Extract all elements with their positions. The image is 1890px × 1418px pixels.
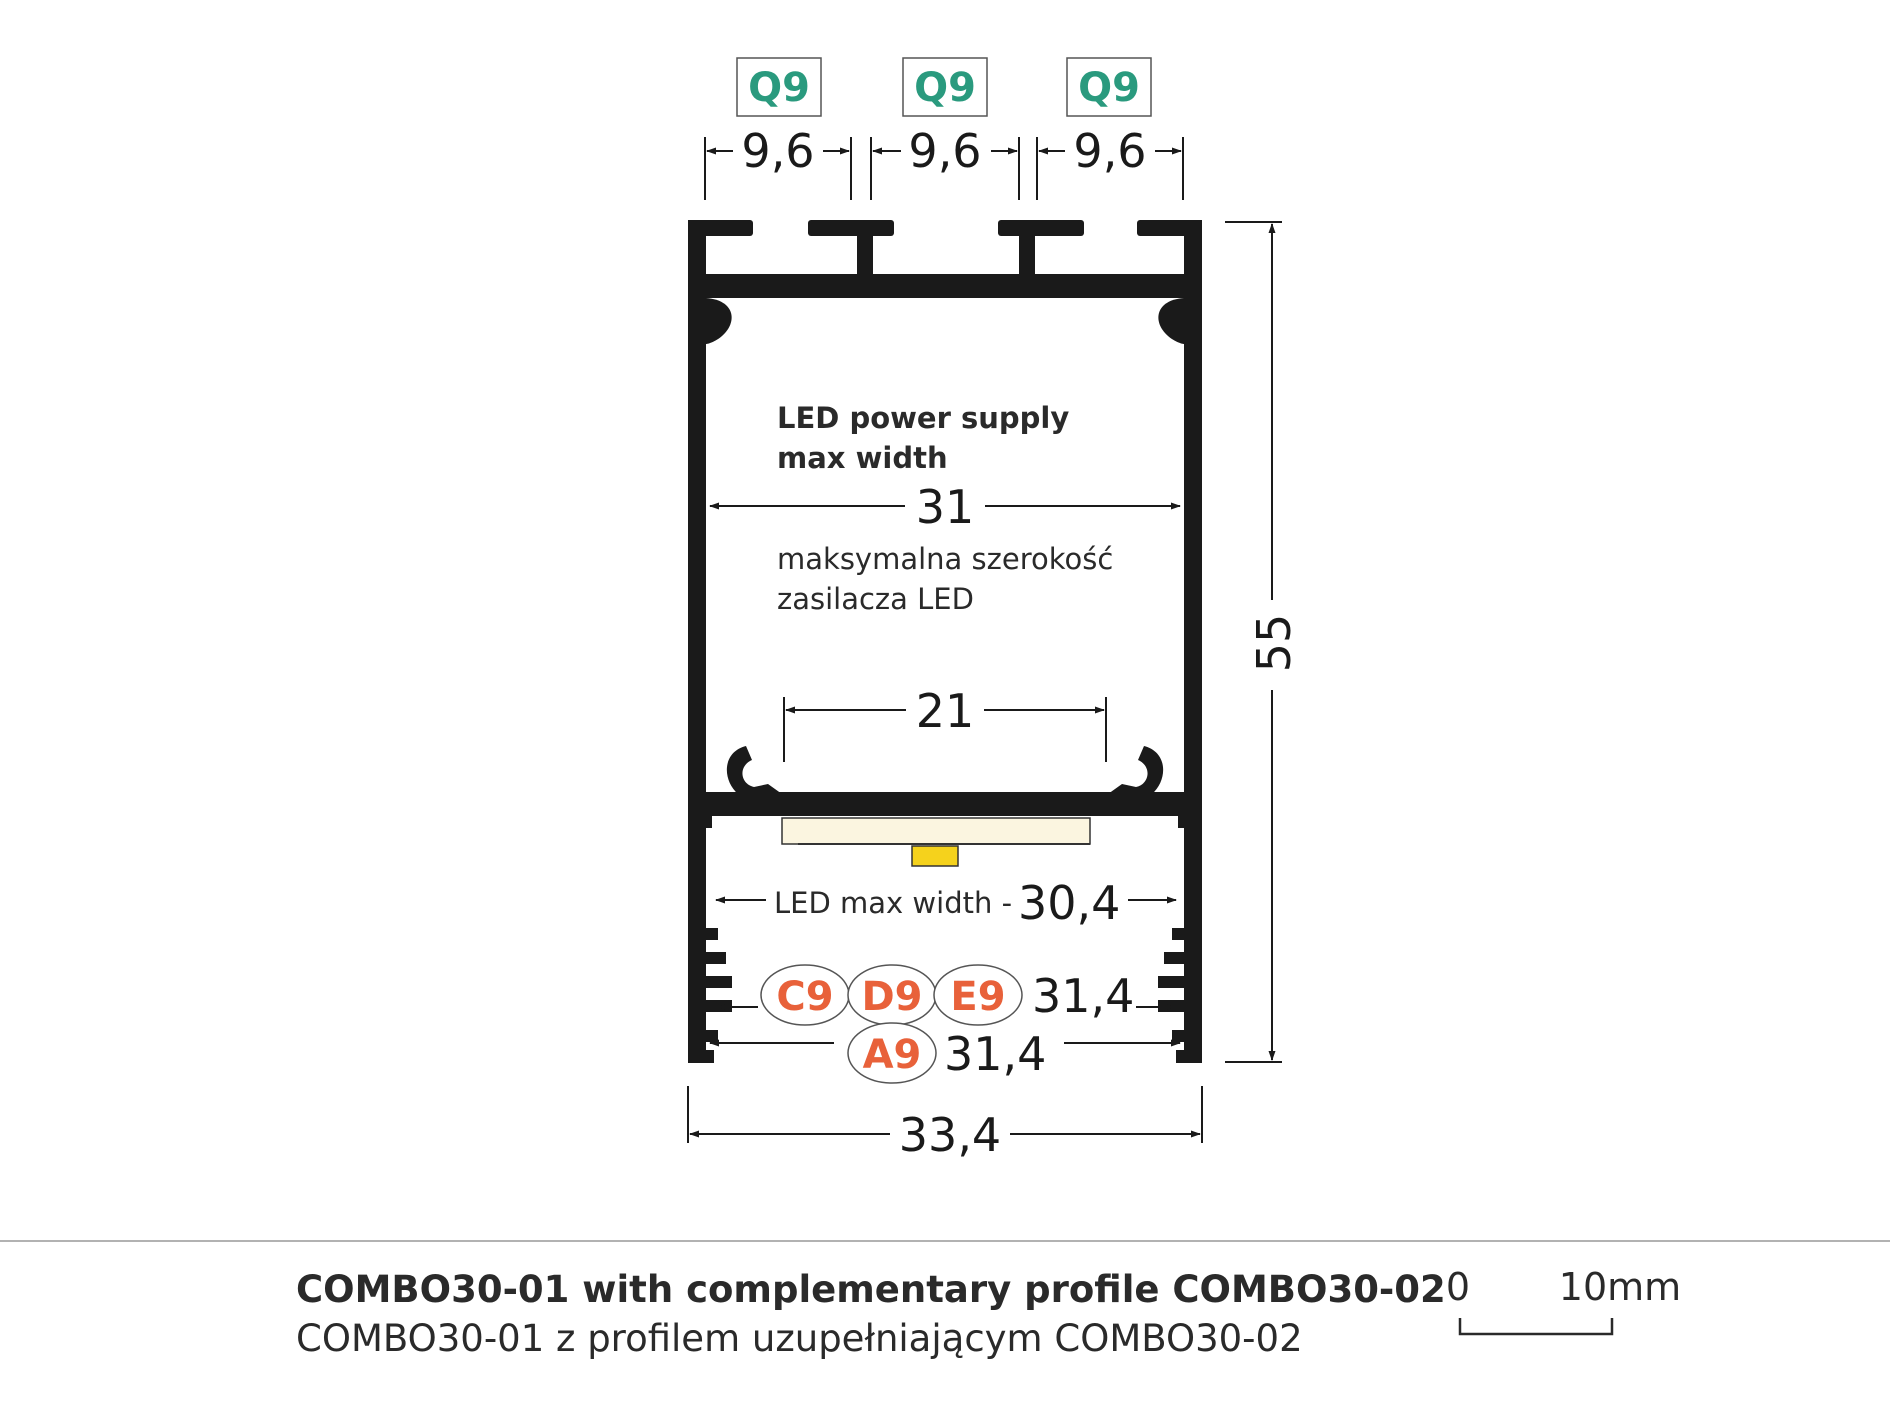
overall-width-dimension [687, 1086, 1203, 1143]
scale-start-label: 0 [1446, 1265, 1470, 1309]
cover-badges-row1: C9 D9 E9 [760, 964, 1023, 1026]
aluminium-profile [688, 220, 1202, 1063]
badge-c9: C9 [776, 974, 833, 1020]
caption-english: COMBO30-01 with complementary profile CO… [296, 1268, 1446, 1311]
top-badges: Q9 Q9 Q9 [736, 57, 1152, 117]
mount-width-value: 21 [916, 684, 975, 738]
power-supply-note-pl-line2: zasilacza LED [777, 582, 974, 616]
overall-width-value: 33,4 [899, 1108, 1001, 1162]
profile-top-t-left-stem [857, 230, 873, 275]
profile-clip-right [1108, 746, 1164, 794]
caption-polish: COMBO30-01 z profilem uzupełniającym COM… [296, 1317, 1303, 1360]
led-width-value: 30,4 [1018, 876, 1120, 930]
badge-e9-ring [933, 964, 1023, 1026]
badge-e9: E9 [950, 974, 1005, 1020]
profile-top-t-right-cap [998, 220, 1084, 236]
height-dimension [1225, 221, 1282, 1063]
scale-bar-line [1458, 1318, 1614, 1336]
profile-fin-left-5 [700, 1030, 718, 1042]
profile-top-lip-right [1137, 220, 1202, 236]
led-max-width-label: LED max width - [774, 886, 1012, 920]
profile-foot-right [1176, 1050, 1202, 1063]
power-supply-note-en-line2: max width [777, 441, 948, 475]
profile-middle-floor [688, 792, 1202, 816]
scale-end-label: 10mm [1559, 1265, 1681, 1309]
slot-width-2: 9,6 [908, 124, 981, 178]
badge-a9: A9 [863, 1032, 922, 1078]
profile-lower-lip-right [1178, 816, 1202, 828]
cover-row1-width-value: 31,4 [1032, 969, 1134, 1023]
profile-foot-left [688, 1050, 714, 1063]
slot-dimensions [704, 137, 1184, 200]
mount-width-dimension [783, 697, 1107, 762]
slot-width-3: 9,6 [1073, 124, 1146, 178]
badge-a9-ring [847, 1022, 937, 1084]
profile-clip-left [726, 746, 782, 794]
cover-row2-width-value: 31,4 [944, 1027, 1046, 1081]
height-value: 55 [1247, 614, 1301, 673]
profile-fin-left-1 [700, 928, 718, 940]
profile-top-t-left-cap [808, 220, 894, 236]
profile-right-wall [1184, 220, 1202, 1063]
profile-top-t-right-stem [1019, 230, 1035, 275]
badge-q9: Q9 [748, 65, 810, 111]
profile-fin-left-2 [700, 952, 726, 964]
scale-bar: 0 10mm [1446, 1265, 1681, 1336]
profile-hook-left [706, 298, 732, 344]
profile-hook-right [1158, 298, 1184, 344]
power-supply-note-en-line1: LED power supply [777, 401, 1069, 435]
profile-fin-right-1 [1172, 928, 1190, 940]
badge-q9: Q9 [914, 65, 976, 111]
profile-fin-right-2 [1164, 952, 1190, 964]
profile-top-lip-left [688, 220, 753, 236]
profile-fin-right-5 [1172, 1030, 1190, 1042]
badge-q9: Q9 [1078, 65, 1140, 111]
power-supply-width-value: 31 [916, 480, 975, 534]
power-supply-note-pl-line1: maksymalna szerokość [777, 542, 1113, 576]
profile-fin-right-3 [1158, 976, 1190, 988]
badge-q9-frame [1066, 57, 1152, 117]
badge-d9: D9 [861, 974, 922, 1020]
badge-q9-frame [736, 57, 822, 117]
cover-badges-row2: A9 [847, 1022, 937, 1084]
led-strip-assembly [781, 817, 1091, 867]
slot-width-1: 9,6 [741, 124, 814, 178]
profile-lower-lip-left [688, 816, 712, 828]
led-chip [911, 845, 959, 867]
badge-q9-frame [902, 57, 988, 117]
profile-top-deck [688, 274, 1202, 298]
profile-left-wall [688, 220, 706, 1063]
profile-fin-left-3 [700, 976, 732, 988]
led-strip [781, 817, 1091, 845]
